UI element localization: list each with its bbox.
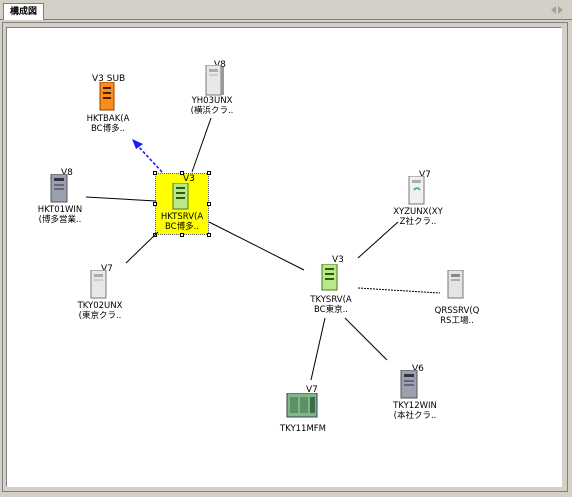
tab-bar: 構成図: [0, 0, 572, 20]
mainframe-icon: [286, 393, 318, 418]
node-version: V3: [183, 174, 195, 184]
node-label: TKY11MFM: [279, 424, 327, 434]
node-version: V6: [412, 364, 424, 374]
node-version: V3: [332, 255, 344, 265]
node-version: V7: [306, 385, 318, 395]
orange-server-icon: [99, 82, 115, 111]
windows-server-icon: [50, 174, 68, 203]
node-tky02unx[interactable]: V7 TKY02UNX(東京クラ..: [55, 264, 145, 324]
node-label: TKY12WIN(本社クラ..: [393, 401, 437, 421]
server-icon: [205, 65, 224, 96]
node-label: YH03UNX(横浜クラ..: [190, 96, 234, 116]
node-label: HKT01WIN(博多営業..: [37, 205, 83, 225]
green-server-icon: [321, 264, 338, 291]
server-icon: [408, 176, 425, 205]
node-version: V7: [101, 264, 113, 274]
resize-handle[interactable]: [180, 171, 184, 175]
resize-handle[interactable]: [180, 233, 184, 237]
resize-handle[interactable]: [153, 202, 157, 206]
scroll-right-icon[interactable]: [558, 6, 563, 14]
node-version: V8: [61, 168, 73, 178]
tab-scroll-arrows: [550, 4, 568, 16]
node-version: V7: [419, 170, 431, 180]
node-tky11mfm[interactable]: V7 TKY11MFM: [258, 385, 348, 437]
resize-handle[interactable]: [207, 202, 211, 206]
node-version: V3 SUB: [92, 74, 126, 84]
node-label: TKY02UNX(東京クラ..: [77, 301, 123, 321]
scroll-left-icon[interactable]: [551, 6, 556, 14]
server-icon: [447, 270, 464, 299]
node-yh03unx[interactable]: V8 YH03UNX(横浜クラ..: [167, 60, 257, 122]
server-icon: [90, 270, 107, 299]
green-server-icon: [172, 183, 189, 210]
node-tky12win[interactable]: V6 TKY12WIN(本社クラ..: [370, 364, 460, 424]
tab-configuration-diagram[interactable]: 構成図: [3, 3, 45, 20]
windows-server-icon: [400, 370, 418, 399]
node-hkt01win[interactable]: V8 HKT01WIN(博多営業..: [15, 168, 105, 228]
